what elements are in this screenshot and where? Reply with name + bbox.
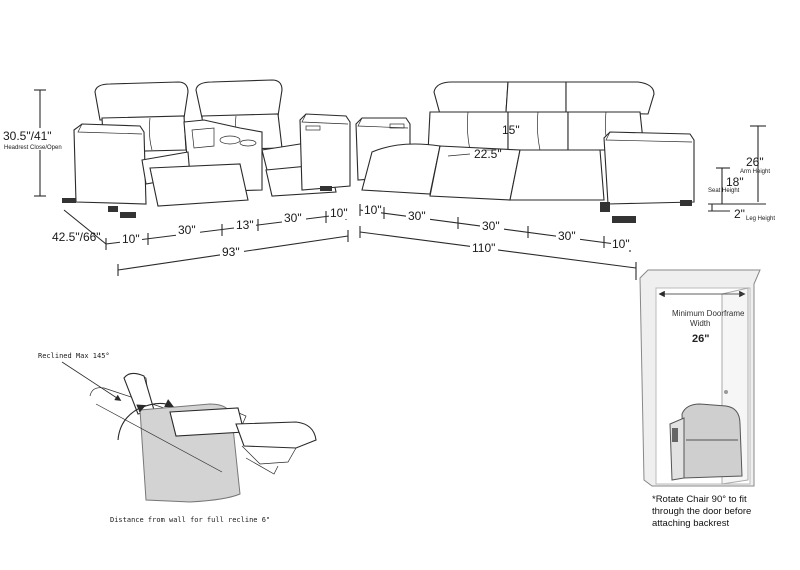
loveseat-dimensions: 30.5"/41" Headrest Close/Open 42.5"/66" …	[2, 89, 349, 276]
sofa-drawing	[355, 81, 695, 223]
recline-wall-distance-label: Distance from wall for full recline 6"	[110, 516, 270, 524]
sofa-back-height: 15"	[502, 123, 520, 137]
doorframe-note: *Rotate Chair 90° to fit through the doo…	[652, 494, 751, 529]
arm-height-caption: Arm Height	[740, 169, 770, 175]
doorframe-note-line2: through the door before	[652, 506, 751, 517]
seat-height-value: 18"	[726, 175, 744, 189]
height-specs: 26" Arm Height 18" Seat Height 2" Leg He…	[708, 125, 775, 222]
leg-height-caption: Leg Height	[746, 216, 775, 222]
seat-height-caption: Seat Height	[708, 188, 740, 194]
sofa-seg-4: 30"	[558, 229, 576, 243]
sofa-seg-1: 10"	[364, 203, 382, 217]
loveseat-seg-2: 30"	[178, 223, 196, 237]
recline-angle-label: Reclined Max 145°	[38, 352, 110, 360]
loveseat-seg-3: 13"	[236, 218, 254, 232]
recliner-side-view: Reclined Max 145° Distance from wall for…	[38, 352, 317, 524]
headrest-caption: Headrest Close/Open	[4, 145, 62, 151]
doorframe-width-value: 26"	[692, 333, 709, 345]
sofa-total-width: 110"	[472, 241, 495, 255]
loveseat-seg-5: 10"	[330, 206, 348, 220]
sofa-seg-5: 10"	[612, 237, 630, 251]
loveseat-seg-1: 10"	[122, 232, 140, 246]
loveseat-drawing	[62, 79, 351, 218]
loveseat-total-width: 93"	[222, 245, 240, 259]
leg-height-value: 2"	[734, 207, 745, 221]
doorframe-title-line1: Minimum Doorframe	[672, 309, 745, 318]
doorframe-diagram: Minimum Doorframe Width 26"	[639, 269, 761, 487]
arm-height-value: 26"	[746, 155, 764, 169]
sofa-seat-depth: 22.5"	[474, 147, 502, 161]
loveseat-depth-label: 42.5"/66"	[52, 230, 101, 244]
loveseat-seg-4: 30"	[284, 211, 302, 225]
doorframe-title-line2: Width	[690, 319, 710, 328]
sofa-dimensions: 15" 22.5" 10" 30" 30" 30" 10" 110"	[359, 123, 637, 280]
sofa-seg-3: 30"	[482, 219, 500, 233]
doorframe-note-line3: attaching backrest	[652, 518, 729, 529]
headrest-height-label: 30.5"/41"	[3, 129, 52, 143]
sofa-seg-2: 30"	[408, 209, 426, 223]
doorframe-note-line1: *Rotate Chair 90° to fit	[652, 494, 747, 505]
